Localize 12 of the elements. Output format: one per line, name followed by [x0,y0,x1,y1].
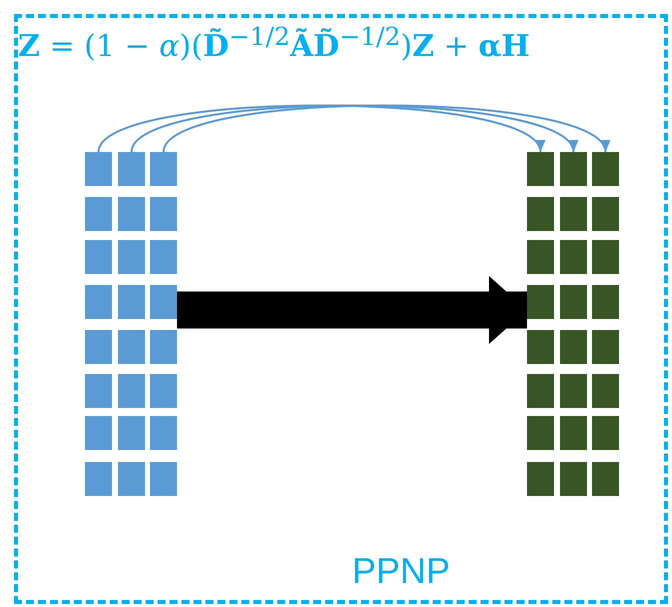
panel-title: PPNP [350,550,452,592]
column-drawing [592,152,619,496]
column-drawing [85,152,112,496]
formula: Z = (1 − α)(D̃$^{−1/2}$ÃD̃$^{−1/2}$)Z + αH [18,22,530,64]
column-drawing [150,152,177,496]
matrix-drawing [85,152,177,496]
column-drawing [118,152,145,496]
matrix-drawing [527,152,619,496]
column-drawing [527,152,554,496]
block-arrow [177,276,527,344]
dashed-frame [14,14,668,604]
column-drawing [560,152,587,496]
